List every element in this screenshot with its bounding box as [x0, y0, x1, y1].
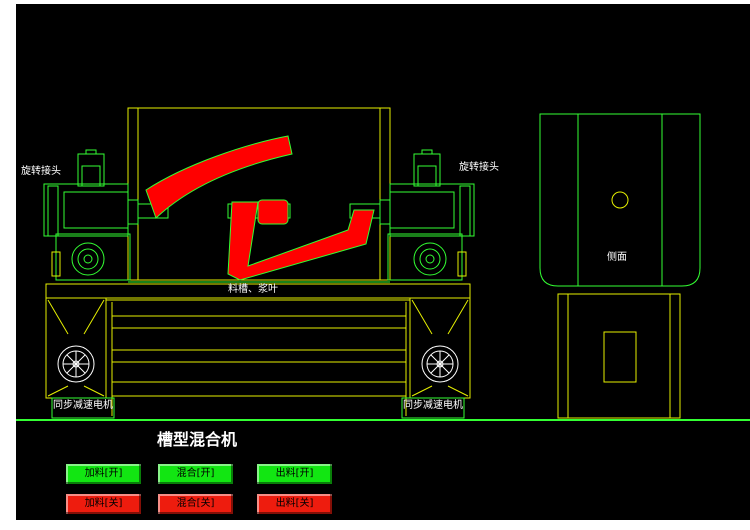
discharge-on-button[interactable]: 出料[开] — [256, 463, 333, 485]
label-motor-right: 同步减速电机 — [403, 400, 463, 411]
mix-on-button[interactable]: 混合[开] — [157, 463, 234, 485]
left-gearbox — [43, 149, 139, 281]
label-rotary-joint-left: 旋转接头 — [21, 166, 61, 177]
label-motor-left: 同步减速电机 — [53, 400, 113, 411]
right-motor-fan — [421, 345, 459, 383]
label-side-view: 侧面 — [607, 252, 627, 263]
label-rotary-joint-right: 旋转接头 — [459, 162, 499, 173]
feed-off-button[interactable]: 加料[关] — [65, 493, 142, 515]
mixer-drawing — [16, 107, 750, 421]
right-leg — [401, 297, 471, 419]
agitator-blades — [145, 135, 375, 281]
feed-on-button[interactable]: 加料[开] — [65, 463, 142, 485]
mix-off-button[interactable]: 混合[关] — [157, 493, 234, 515]
left-leg — [45, 297, 115, 419]
frame — [45, 283, 471, 416]
label-trough-blade: 料槽、浆叶 — [228, 284, 278, 295]
left-motor-fan — [57, 345, 95, 383]
hmi-screen: 旋转接头 旋转接头 料槽、浆叶 侧面 同步减速电机 同步减速电机 槽型混合机 加… — [16, 4, 750, 520]
panel-title: 槽型混合机 — [157, 430, 238, 449]
discharge-off-button[interactable]: 出料[关] — [256, 493, 333, 515]
side-view — [539, 113, 701, 419]
